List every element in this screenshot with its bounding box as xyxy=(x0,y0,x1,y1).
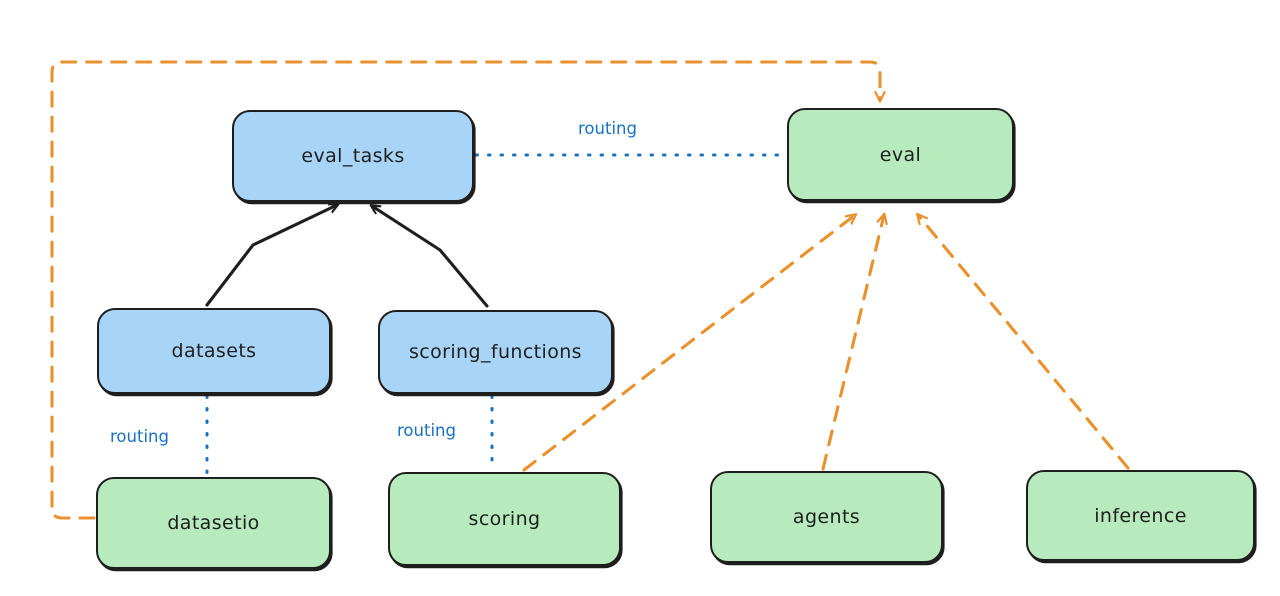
node-label-inference: inference xyxy=(1094,504,1187,527)
node-agents[interactable]: agents xyxy=(710,471,943,563)
edge-label-routing-eval_tasks-eval: routing xyxy=(578,119,637,138)
node-label-datasets: datasets xyxy=(171,340,257,362)
node-label-scoring: scoring xyxy=(468,508,541,530)
node-inference[interactable]: inference xyxy=(1026,470,1255,561)
node-label-eval: eval xyxy=(879,143,922,166)
node-label-eval_tasks: eval_tasks xyxy=(301,145,405,167)
node-label-scoring_functions: scoring_functions xyxy=(409,341,582,363)
edge-inference-to-eval xyxy=(918,215,1130,470)
node-label-datasetio: datasetio xyxy=(167,512,260,534)
edge-datasets-to-eval-tasks xyxy=(205,205,337,307)
node-datasetio[interactable]: datasetio xyxy=(96,477,331,569)
node-scoring[interactable]: scoring xyxy=(388,472,621,566)
node-eval[interactable]: eval xyxy=(787,108,1014,201)
edge-agents-to-eval xyxy=(821,215,884,471)
edge-scoring-functions-to-eval-tasks xyxy=(372,206,489,308)
node-datasets[interactable]: datasets xyxy=(97,308,331,394)
edge-label-routing-datasets-datasetio: routing xyxy=(110,427,169,446)
node-label-agents: agents xyxy=(792,506,861,528)
edge-label-routing-scoring_fn-scoring: routing xyxy=(397,421,456,440)
node-eval_tasks[interactable]: eval_tasks xyxy=(232,110,474,202)
node-scoring_functions[interactable]: scoring_functions xyxy=(378,310,613,394)
